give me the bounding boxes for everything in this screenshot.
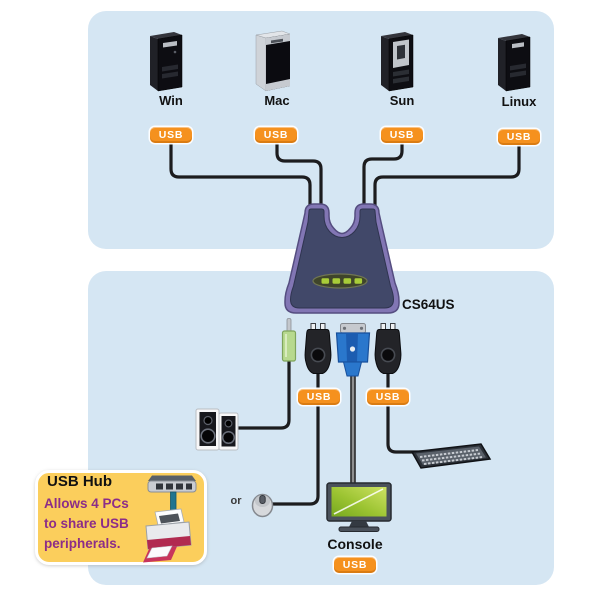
cables xyxy=(169,141,521,506)
usb-badge-console: USB xyxy=(334,557,376,573)
printer-icon xyxy=(143,508,192,563)
keyboard-icon xyxy=(410,443,492,469)
cable-usb-keyboard xyxy=(386,370,424,454)
computer-label-sun: Sun xyxy=(389,93,415,108)
vga-connector-icon xyxy=(335,323,371,377)
usb-badge-mac: USB xyxy=(255,127,297,143)
usb-badge-cable-right: USB xyxy=(367,389,409,405)
usb-badge-win: USB xyxy=(150,127,192,143)
callout-line-3: peripherals. xyxy=(44,536,121,551)
usb-hub-icon xyxy=(147,475,197,515)
speakers-icon xyxy=(195,408,239,451)
console-label: Console xyxy=(327,536,383,552)
callout-title: USB Hub xyxy=(47,473,112,490)
cable-usb-mouse xyxy=(262,370,320,506)
cable-win xyxy=(169,141,312,213)
usb-badge-sun: USB xyxy=(381,127,423,143)
device-model-label: CS64US xyxy=(402,297,455,312)
computer-label-win: Win xyxy=(159,93,183,108)
cable-mac xyxy=(275,141,323,213)
callout-line-2: to share USB xyxy=(44,516,129,531)
usb-plug-a-icon xyxy=(304,322,332,375)
linux-tower-icon xyxy=(498,34,531,92)
computer-label-linux: Linux xyxy=(501,94,537,109)
mac-tower-icon xyxy=(255,30,291,92)
led-strip xyxy=(312,273,368,289)
usb-plug-b-icon xyxy=(374,322,402,375)
or-label: or xyxy=(230,495,242,507)
cable-audio xyxy=(228,358,291,430)
kvm-switch-icon xyxy=(284,203,400,314)
mouse-icon xyxy=(251,493,274,518)
sun-tower-icon xyxy=(381,32,414,92)
audio-jack-icon xyxy=(281,318,297,362)
callout-line-1: Allows 4 PCs xyxy=(44,496,129,511)
usb-badge-linux: USB xyxy=(498,129,540,145)
cable-linux xyxy=(373,143,521,213)
win-tower-icon xyxy=(150,32,183,92)
monitor-icon xyxy=(326,482,392,532)
cable-sun xyxy=(362,141,404,213)
usb-badge-cable-left: USB xyxy=(298,389,340,405)
computer-label-mac: Mac xyxy=(264,93,290,108)
